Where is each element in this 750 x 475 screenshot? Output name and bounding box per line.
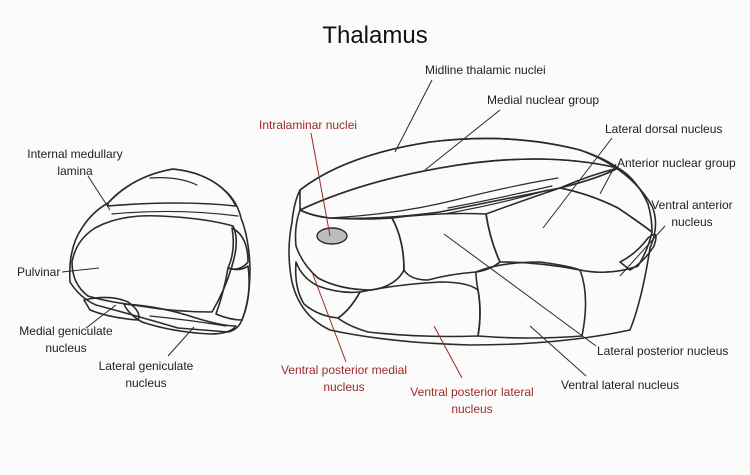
label-line-2: nucleus (451, 402, 493, 416)
lateral-posterior-region (391, 212, 501, 281)
label-internal-medullary-lamina: Internal medullary lamina (8, 146, 142, 180)
label-line-1: Ventral posterior lateral (410, 385, 534, 399)
label-line-1: Ventral anterior (651, 198, 733, 212)
label-line-2: nucleus (45, 341, 87, 355)
label-line-1: Internal medullary (27, 147, 123, 161)
leader-medial-group (424, 109, 501, 171)
label-lateral-geniculate: Lateral geniculate nucleus (84, 358, 208, 392)
label-ventral-posterior-medial-nucleus: Ventral posterior medial nucleus (266, 362, 422, 396)
lateral-geniculate-region (123, 303, 237, 335)
lateral-view (288, 137, 657, 346)
label-line-2: nucleus (323, 380, 365, 394)
lateral-dorsal-region (485, 187, 653, 274)
pulvinar-region (71, 214, 238, 313)
leader-lateral-dorsal (542, 137, 613, 229)
leader-lines (61, 79, 666, 379)
label-ventral-lateral-nucleus: Ventral lateral nucleus (561, 378, 680, 392)
medial-geniculate-region (83, 296, 140, 321)
left-outline (68, 168, 251, 333)
leader-lateral-posterior (443, 233, 597, 347)
leader-vpm (311, 271, 347, 363)
medial-column (294, 209, 405, 291)
label-medial-geniculate: Medial geniculate nucleus (8, 323, 124, 357)
diagram-title: Thalamus (322, 22, 428, 49)
label-line-1: Ventral posterior medial (280, 363, 408, 377)
leader-medial-geniculate (85, 304, 117, 329)
leader-intralaminar (310, 132, 331, 237)
label-medial-nuclear-group: Medial nuclear group (487, 93, 600, 107)
label-line-2: nucleus (125, 376, 167, 390)
leader-lateral-geniculate (167, 326, 195, 357)
leader-midline (394, 79, 433, 153)
label-anterior-nuclear-group: Anterior nuclear group (617, 156, 736, 170)
left-top-cap (107, 168, 237, 207)
label-ventral-anterior-nucleus: Ventral anterior nucleus (640, 197, 744, 231)
label-midline-thalamic-nuclei: Midline thalamic nuclei (425, 63, 546, 77)
label-line-1: Medial geniculate (19, 324, 113, 338)
leader-ventral-lateral (529, 325, 587, 377)
label-line-2: lamina (57, 164, 93, 178)
leader-ventral-anterior (619, 225, 666, 277)
label-ventral-posterior-lateral-nucleus: Ventral posterior lateral nucleus (396, 384, 548, 418)
leader-internal-medullary (87, 175, 111, 211)
posterior-view (68, 168, 251, 335)
label-lateral-posterior-nucleus: Lateral posterior nucleus (597, 344, 729, 358)
lateral-lobe (227, 227, 249, 270)
leader-anterior-group (599, 163, 617, 195)
intralaminar-nucleus-region (316, 227, 348, 245)
label-line-1: Lateral geniculate (98, 359, 194, 373)
label-lateral-dorsal-nucleus: Lateral dorsal nucleus (605, 122, 723, 136)
label-intralaminar-nuclei: Intralaminar nuclei (259, 118, 358, 132)
label-pulvinar: Pulvinar (17, 265, 61, 279)
medial-nuclear-group-region (299, 158, 619, 220)
leader-vpl (433, 325, 463, 379)
label-line-2: nucleus (671, 215, 713, 229)
leader-pulvinar (61, 267, 100, 273)
